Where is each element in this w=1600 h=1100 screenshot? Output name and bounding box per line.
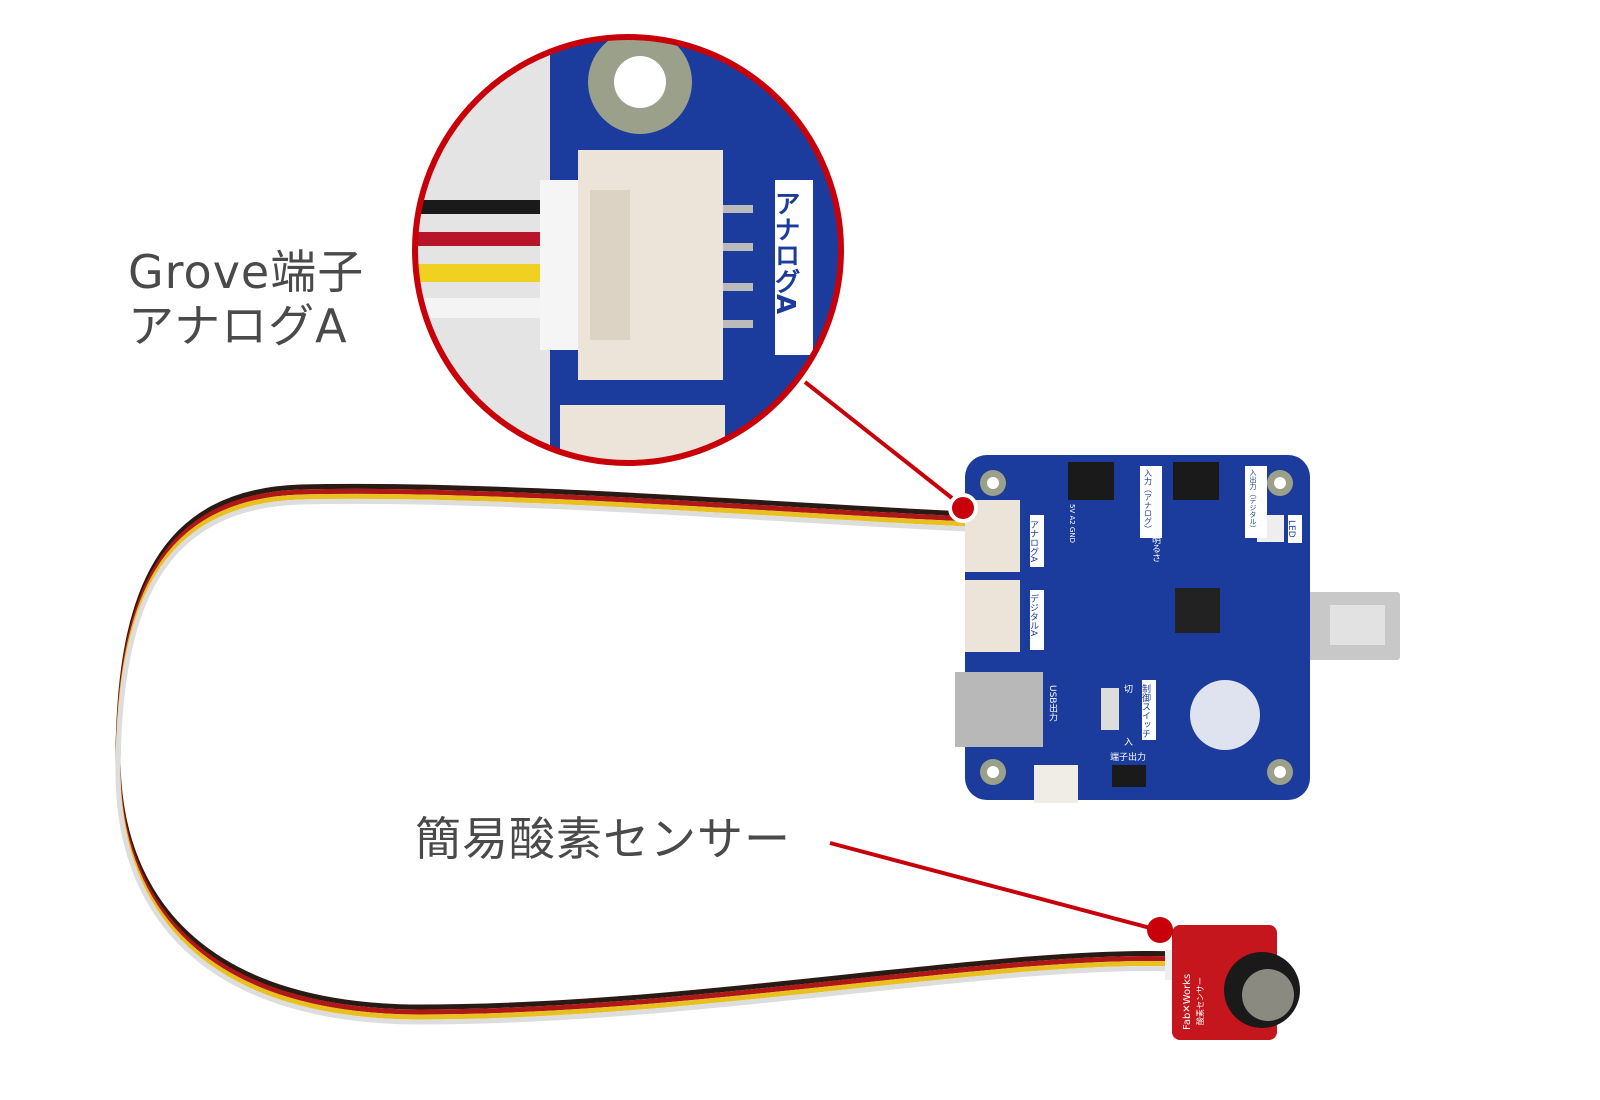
board-label-input-analog: 入力（アナログ） xyxy=(1144,469,1153,533)
board-label-led: LED xyxy=(1286,520,1296,538)
zoomed-label-analog-a: アナログA xyxy=(770,190,800,314)
zoom-callout-circle: アナログA xyxy=(415,37,841,463)
board-label-terminal-out: 端子出力 xyxy=(1110,751,1146,763)
board-label-off: 切 xyxy=(1124,684,1133,695)
motion-sensor xyxy=(1190,680,1260,750)
board-label-usb-out: USB出力 xyxy=(1047,685,1058,722)
sensor-name-label: 酸素センサー xyxy=(1195,977,1205,1025)
board-label-analog-a: アナログA xyxy=(1028,520,1039,563)
control-board: アナログA デジタルA 制御スイッチ LED 入力（アナログ） 入出力（デジタル… xyxy=(955,455,1400,803)
oxygen-sensor-module: Fab✕Works 酸素センサー xyxy=(1165,925,1300,1040)
board-label-brightness: 明るさ xyxy=(1150,535,1161,562)
board-label-io-digital: 入出力（デジタル） xyxy=(1249,469,1257,532)
usb-port xyxy=(955,672,1043,747)
marker-dot-grove xyxy=(948,493,978,523)
leader-line-sensor xyxy=(829,841,1159,932)
board-label-control-switch: 制御スイッチ xyxy=(1140,683,1151,738)
callout-grove-line1: Grove端子 xyxy=(128,245,365,299)
callout-label-sensor: 簡易酸素センサー xyxy=(415,812,791,866)
leader-line-grove xyxy=(803,380,964,508)
board-label-digital-a: デジタルA xyxy=(1028,593,1039,637)
grove-cable xyxy=(115,483,1183,1025)
callout-grove-line2: アナログA xyxy=(128,299,348,353)
callout-label-grove: Grove端子 アナログA xyxy=(128,245,364,353)
marker-dot-sensor xyxy=(1147,917,1173,943)
board-label-on: 入 xyxy=(1124,737,1133,748)
grove-connector-digital-a xyxy=(965,580,1020,652)
board-label-pins: 5V A2 GND xyxy=(1068,504,1076,543)
sensor-brand-logo: Fab✕Works xyxy=(1182,974,1193,1030)
microcontroller-chip xyxy=(1175,588,1220,633)
